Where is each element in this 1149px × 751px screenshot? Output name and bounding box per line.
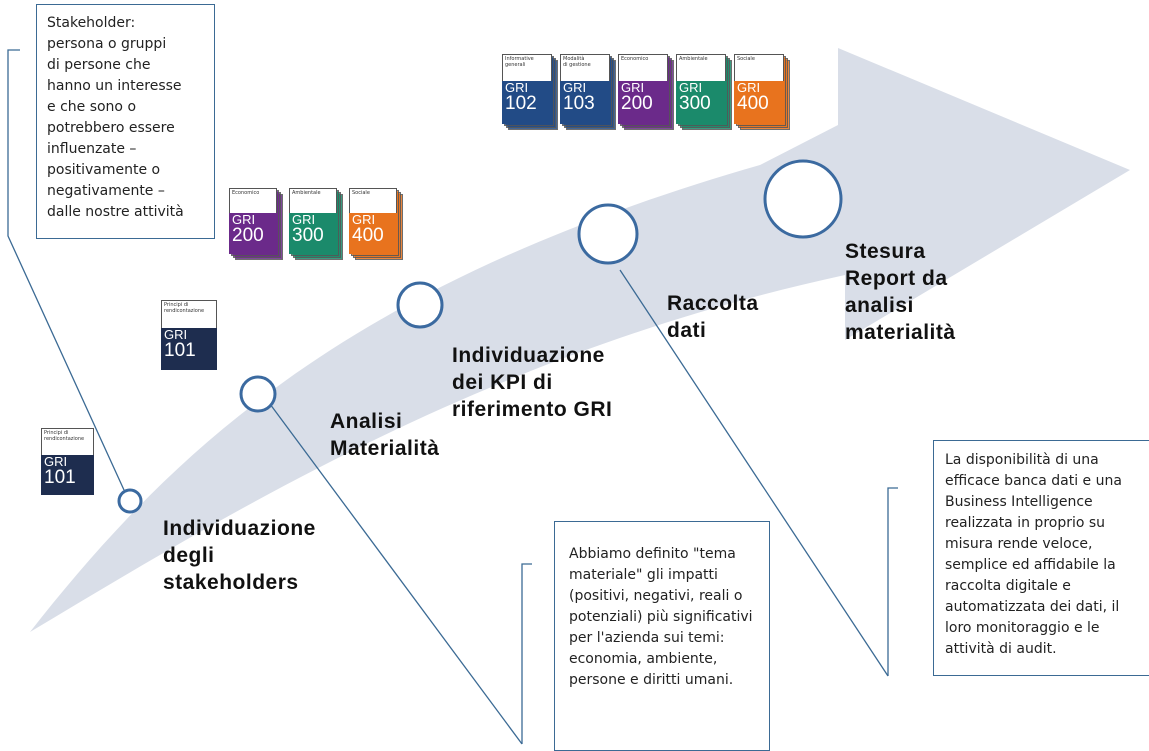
gri-category: Principi di rendicontazione <box>164 302 205 314</box>
step-label-raccolta: Raccolta dati <box>667 292 759 342</box>
connector-tema <box>269 403 523 745</box>
gri-category: Economico <box>621 56 649 62</box>
gri-category: Ambientale <box>679 56 708 62</box>
step-circle-4 <box>577 203 639 265</box>
bracket-tema <box>521 563 532 744</box>
step-label-stesura: Stesura Report da analisi materialità <box>845 240 956 344</box>
step-circle-1 <box>117 488 143 514</box>
step-circle-2 <box>239 375 277 413</box>
step-circles <box>117 159 843 514</box>
gri-category: Principi di rendicontazione <box>44 430 85 442</box>
bracket-raccolta <box>887 487 898 676</box>
step-label-kpi: Individuazione dei KPI di riferimento GR… <box>452 344 613 421</box>
gri-category: Sociale <box>737 56 755 62</box>
connector-stakeholder <box>7 49 125 491</box>
connector-raccolta <box>619 269 889 677</box>
step-label-analisi: Analisi Materialità <box>330 410 440 460</box>
step-circle-3 <box>396 281 444 329</box>
step-circle-5 <box>763 159 843 239</box>
connectors <box>7 49 898 745</box>
gri-category: Sociale <box>352 190 370 196</box>
gri-category: Modalità di gestione <box>563 56 591 68</box>
gri-category: Ambientale <box>292 190 321 196</box>
step-label-stakeholders: Individuazione degli stakeholders <box>163 517 316 594</box>
curved-arrow <box>30 48 1130 632</box>
stakeholder-definition-box: Stakeholder: persona o gruppi di persone… <box>36 4 215 239</box>
tema-materiale-box: Abbiamo definito "tema materiale" gli im… <box>554 521 770 751</box>
gri-category: Economico <box>232 190 260 196</box>
raccolta-dati-box: La disponibilità di una efficace banca d… <box>933 440 1149 676</box>
gri-category: Informative generali <box>505 56 534 68</box>
